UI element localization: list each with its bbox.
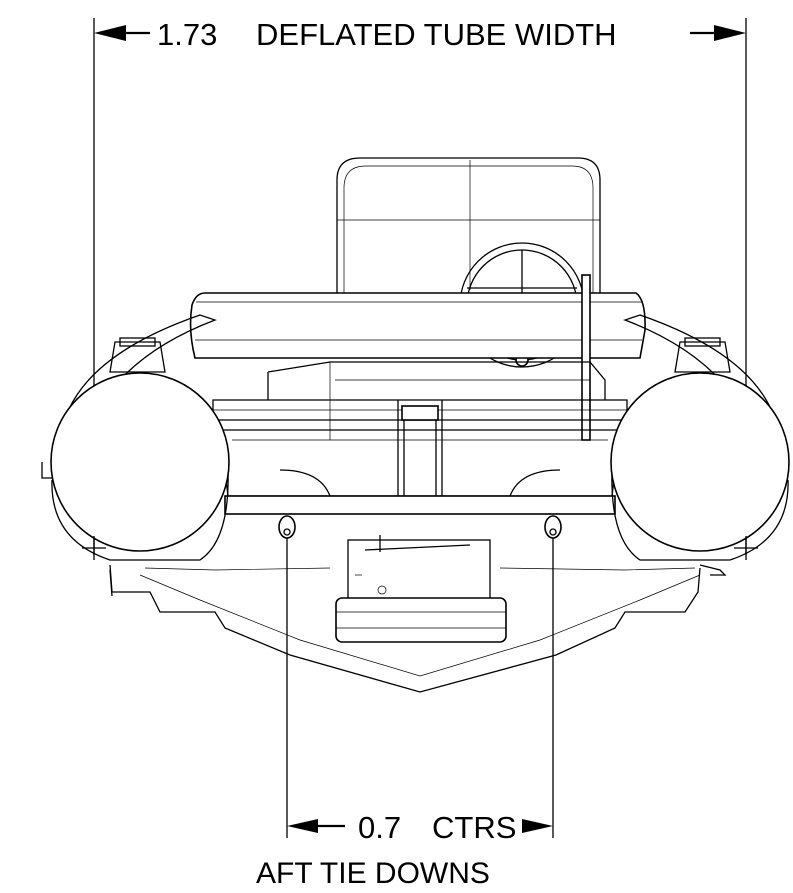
spacing-label: CTRS — [432, 810, 516, 845]
left-arrowhead — [94, 25, 126, 41]
tube-width-value: 1.73 — [157, 17, 217, 52]
spacing-value: 0.7 — [358, 810, 401, 845]
tie-down-caption: AFT TIE DOWNS — [256, 857, 490, 890]
seat-back — [336, 157, 601, 300]
left-tube — [41, 314, 230, 597]
hull-bottom — [109, 564, 701, 693]
leaning-post — [189, 292, 646, 359]
console — [267, 361, 606, 400]
tie-down-right — [544, 515, 562, 539]
tie-down-left — [278, 515, 296, 539]
right-tube — [610, 314, 790, 576]
center-post — [397, 400, 443, 500]
spacing-right-arrowhead — [522, 819, 553, 833]
left-center-mark — [82, 536, 106, 560]
tube-width-dimension: 1.73 DEFLATED TUBE WIDTH — [93, 17, 747, 555]
motor-well — [335, 535, 507, 643]
tie-down-spacing-dimension: 0.7 CTRS AFT TIE DOWNS — [256, 538, 554, 890]
spacing-left-arrowhead — [287, 819, 318, 833]
antenna — [581, 274, 591, 441]
right-center-mark — [734, 536, 758, 560]
tube-width-label: DEFLATED TUBE WIDTH — [256, 17, 617, 52]
boat-outline — [41, 157, 790, 693]
deck-bar — [224, 495, 616, 515]
right-arrowhead — [714, 25, 746, 41]
